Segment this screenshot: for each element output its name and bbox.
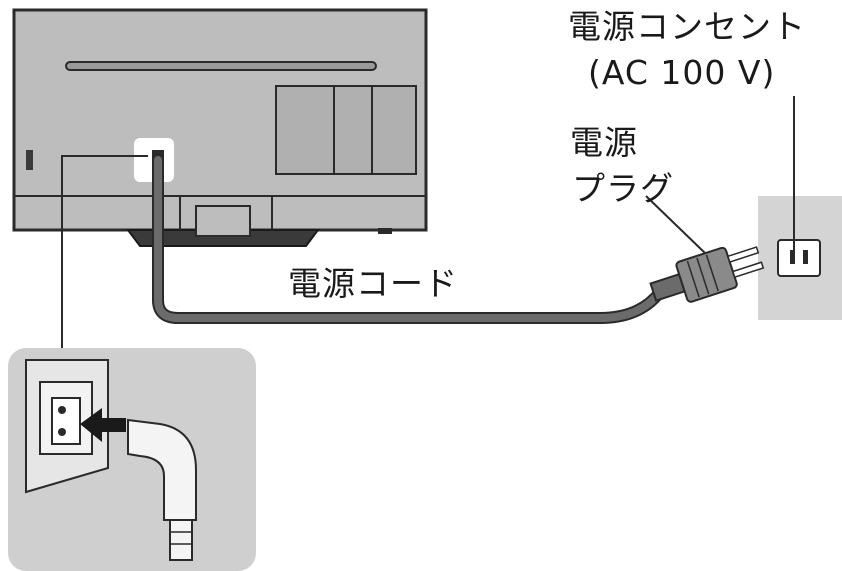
inlet-leader-line — [61, 155, 148, 348]
outlet-label: 電源コンセント — [568, 7, 806, 46]
tv-rear-panel-icon — [12, 8, 428, 247]
insert-arrow-icon — [80, 408, 126, 442]
cord-label: 電源コード — [288, 264, 458, 303]
power-cord-icon — [152, 154, 666, 324]
plug-label-line2: プラグ — [572, 169, 674, 208]
plug-label-line1: 電源 — [570, 123, 638, 162]
wall-outlet-icon — [758, 196, 842, 320]
power-plug-icon — [649, 246, 765, 303]
plug-leader-line — [645, 195, 707, 255]
outlet-voltage-label: (AC 100 V) — [588, 53, 776, 92]
power-inlet-closeup-icon — [8, 348, 256, 571]
